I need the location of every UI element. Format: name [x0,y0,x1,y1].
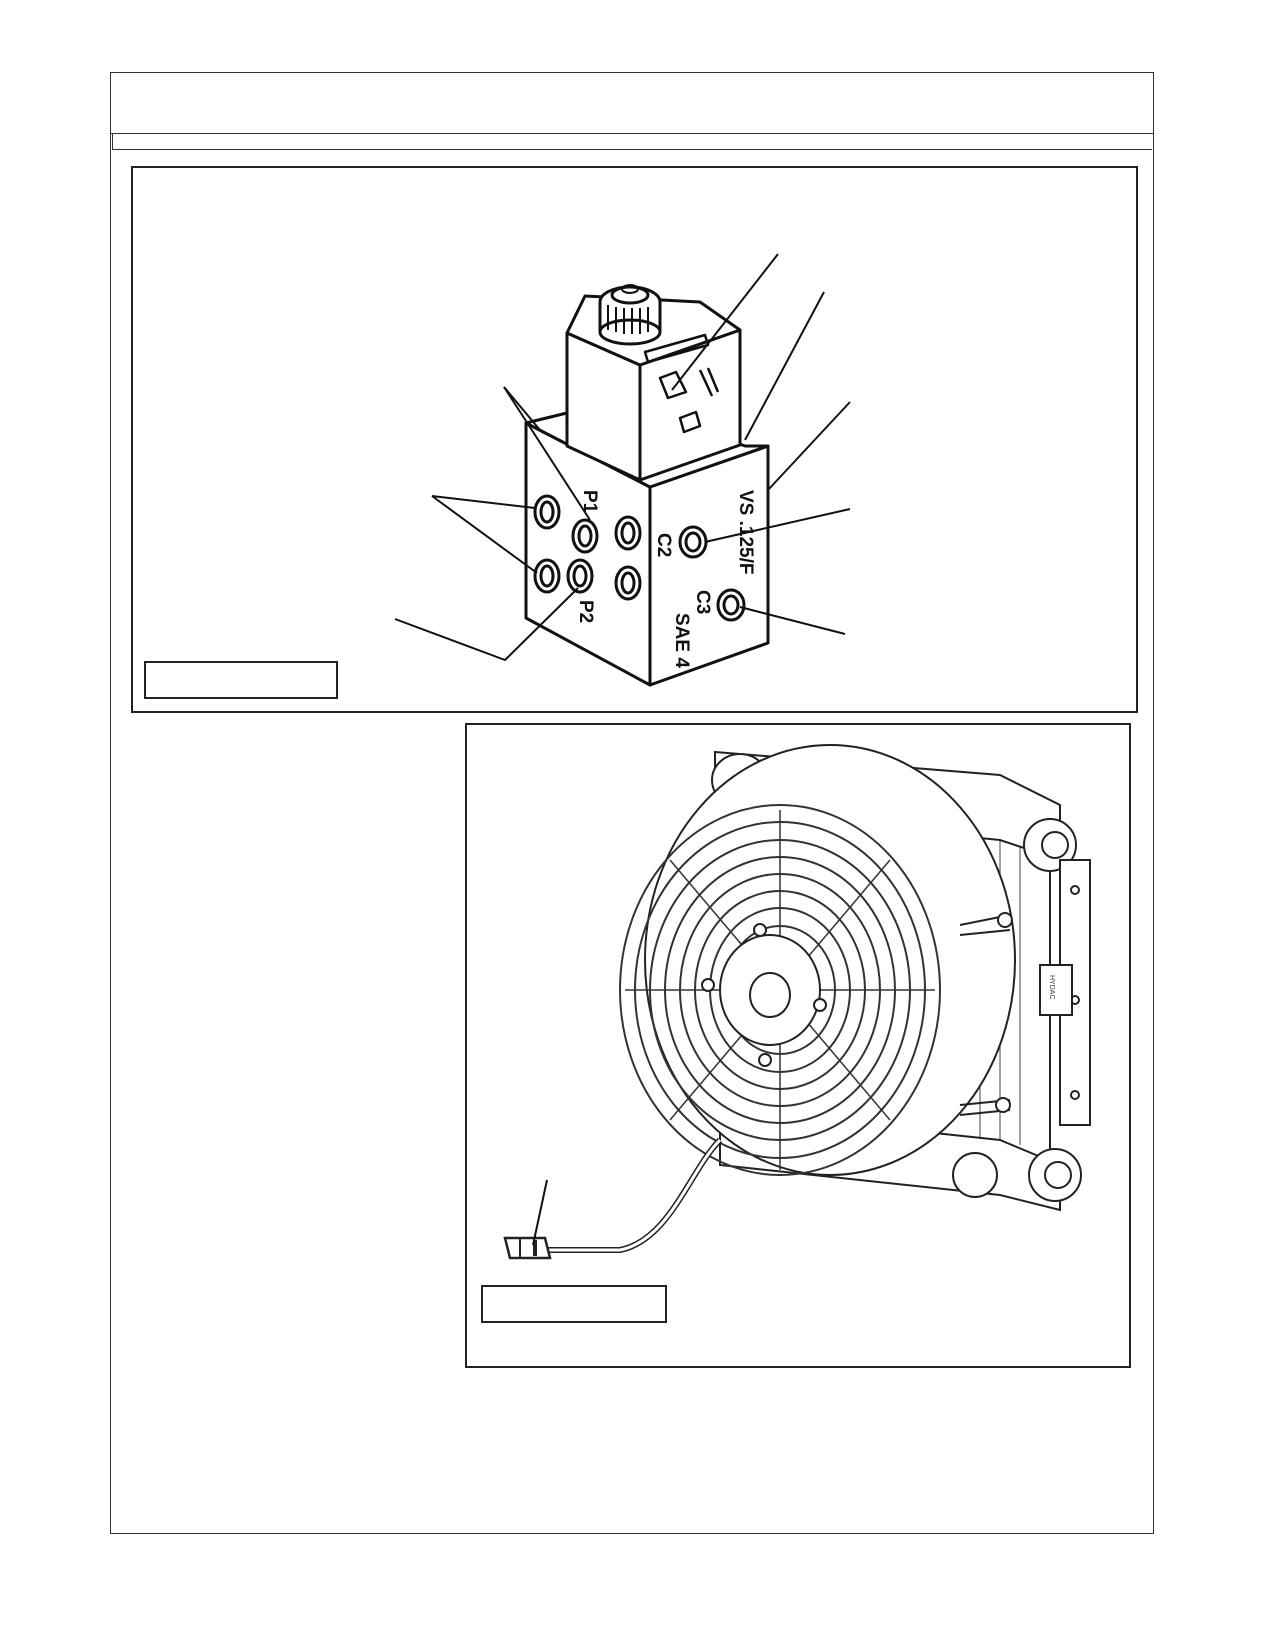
shroud-clips [959,912,1013,1116]
label-c2: C2 [653,533,674,557]
fan-shroud [644,744,1016,1176]
leader-coil-edge [744,291,825,441]
cable-connector [503,1236,552,1260]
leader-p2 [394,587,579,662]
label-p1: P1 [579,490,600,514]
leader-valve-body [767,401,851,491]
label-brand: HYDAC [1048,975,1055,1000]
page-frame [110,72,1154,1534]
left-face-ports [533,494,642,601]
leader-p1b [503,386,541,431]
label-p2: P2 [575,600,596,623]
page-header [110,72,1154,134]
leader-connector [532,1179,548,1246]
cooler-figure-caption [481,1285,667,1323]
label-model: VS .125/F [735,490,756,575]
leader-gauge-2 [431,495,538,574]
leader-c3 [739,606,846,635]
valve-figure-caption [144,661,338,699]
leader-solenoid [671,253,779,391]
leader-gauge-1 [431,495,536,509]
right-face-ports [678,525,746,622]
power-cable [545,1137,723,1253]
leader-c2 [704,508,851,543]
leader-p1 [503,386,591,521]
mounting-bracket [1059,859,1091,1126]
label-thread: SAE 4 [671,613,692,668]
label-c3: C3 [692,590,713,614]
header-rule [112,134,1152,150]
